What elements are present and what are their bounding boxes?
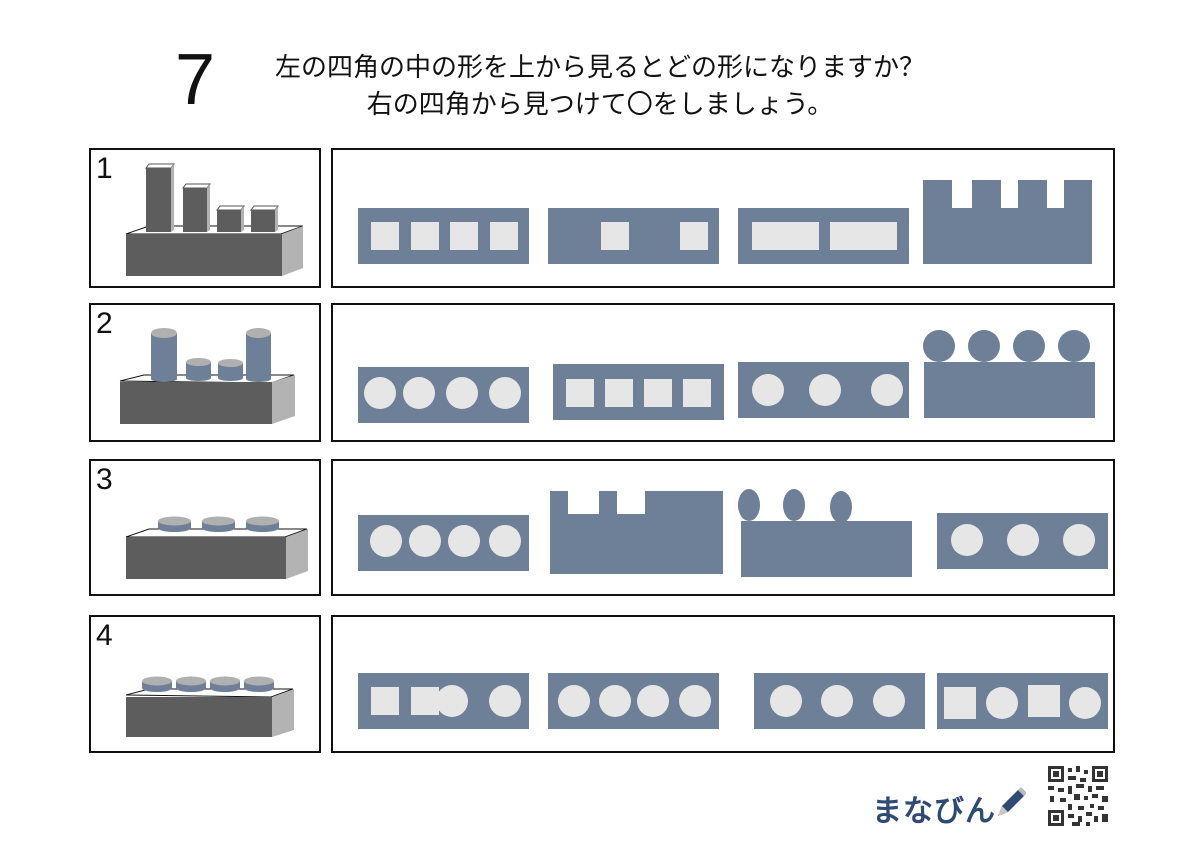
problem-1-choice-a[interactable] — [358, 208, 529, 264]
problem-2-object-box: 2 — [89, 303, 321, 442]
problem-2-number: 2 — [96, 307, 113, 340]
instruction-line-1: 左の四角の中の形を上から見るとどの形になりますか？ — [274, 53, 925, 83]
problem-4-choice-c[interactable] — [754, 673, 925, 729]
question-number: 7 — [175, 40, 216, 120]
three-discs-figure — [125, 516, 308, 579]
cylinders-figure — [119, 328, 295, 424]
problem-2-choice-b[interactable] — [553, 364, 724, 420]
problem-4-choice-d[interactable] — [937, 673, 1108, 729]
problem-1-choice-b[interactable] — [548, 208, 719, 264]
problem-3-number: 3 — [96, 463, 113, 496]
problem-4-choice-a[interactable] — [358, 673, 529, 729]
problem-4-choices-box — [331, 615, 1115, 753]
problem-2-choice-a[interactable] — [358, 367, 529, 423]
problem-1-choice-d[interactable] — [923, 180, 1092, 264]
problem-4-number: 4 — [96, 619, 113, 652]
problem-3-choice-a[interactable] — [358, 515, 529, 571]
problem-2-choice-c[interactable] — [738, 362, 909, 418]
problem-3-choice-c[interactable] — [738, 489, 912, 577]
problem-1-number: 1 — [96, 152, 113, 185]
problem-3-choice-d[interactable] — [937, 513, 1108, 569]
stepped-prisms-figure — [125, 163, 304, 276]
instruction-line-2: 右の四角から見つけて〇をしましょう。 — [366, 90, 834, 120]
problem-1-object-box: 1 — [89, 148, 321, 288]
problem-4-choice-b[interactable] — [548, 673, 719, 729]
problem-1-choice-c[interactable] — [738, 208, 909, 264]
problem-3-object-box: 3 — [89, 459, 321, 596]
qr-code-icon — [1048, 766, 1108, 826]
brand-logo-text: まなびん — [872, 794, 996, 829]
problem-3-choices-box — [331, 459, 1115, 596]
problem-2-choice-d[interactable] — [923, 330, 1095, 418]
problem-1-choices-box — [331, 148, 1115, 288]
problem-3-choice-b[interactable] — [550, 491, 723, 574]
pencil-icon — [998, 787, 1026, 816]
problem-4-object-box: 4 — [89, 615, 321, 753]
problem-2-choices-box — [331, 303, 1115, 442]
four-discs-figure — [125, 676, 294, 737]
